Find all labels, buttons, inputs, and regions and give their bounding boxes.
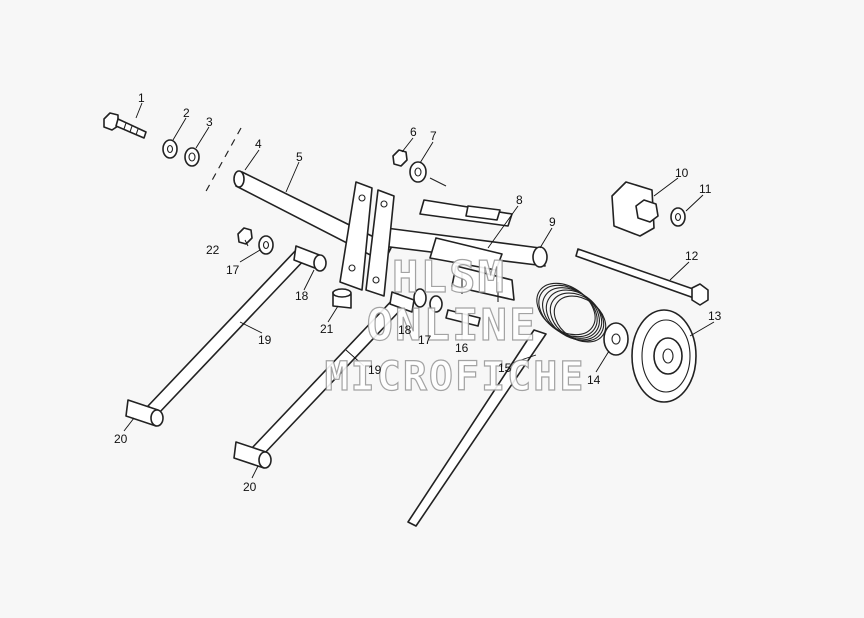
callout-label: 22	[206, 243, 220, 257]
callout-label: 14	[587, 373, 601, 387]
callout-label: 5	[296, 150, 303, 164]
callout-label: 19	[258, 333, 272, 347]
part-arm-19-right	[233, 291, 415, 469]
callout-label: 10	[675, 166, 689, 180]
callout-label: 19	[368, 363, 382, 377]
part-washer-11	[670, 207, 686, 227]
callout-label: 11	[699, 182, 712, 196]
part-nut-22	[237, 227, 253, 245]
callout-label: 9	[549, 215, 556, 229]
part-washer-17-center	[429, 295, 443, 313]
part-pin-16	[445, 309, 481, 327]
part-bushing-18-center	[413, 288, 427, 308]
watermark: HLSM ONLINE MICROFICHE	[324, 251, 586, 400]
part-washer-2	[162, 139, 178, 159]
part-bolt	[103, 112, 147, 139]
part-nut-6	[392, 149, 408, 167]
part-wheel-13	[631, 309, 697, 403]
callout-label: 3	[206, 115, 213, 129]
part-washer-3	[184, 147, 200, 167]
callout-labels: 1 2 3 4 5 6 7 8 9 10 11 12 13 14 15 16 1…	[114, 91, 722, 494]
callout-label: 18	[398, 323, 412, 337]
callout-label: 15	[498, 361, 512, 375]
part-bushing-21	[332, 288, 352, 309]
part-washer-17-left	[258, 235, 274, 255]
watermark-line-1: HLSM	[392, 252, 506, 303]
part-mounting-plates	[339, 181, 395, 297]
callout-label: 6	[410, 125, 417, 139]
leader-lines	[123, 102, 715, 479]
callout-label: 16	[455, 341, 469, 355]
callout-label: 20	[114, 432, 128, 446]
callout-label: 4	[255, 137, 262, 151]
callout-label: 17	[226, 263, 240, 277]
callout-label: 21	[320, 322, 334, 336]
callout-label: 8	[516, 193, 523, 207]
part-spring-15	[407, 282, 607, 527]
part-bolt-12	[575, 248, 709, 306]
callout-label: 2	[183, 106, 190, 120]
callout-label: 12	[685, 249, 699, 263]
callout-label: 20	[243, 480, 257, 494]
callout-label: 17	[418, 333, 432, 347]
part-washer-7	[409, 161, 427, 183]
callout-label: 18	[295, 289, 309, 303]
watermark-line-2: ONLINE	[367, 300, 538, 351]
callout-label: 13	[708, 309, 722, 323]
callout-label: 1	[138, 91, 145, 105]
callout-label: 7	[430, 129, 437, 143]
part-washer-14	[603, 322, 629, 356]
watermark-line-3: MICROFICHE	[325, 354, 586, 400]
part-arm-19-left	[125, 245, 327, 427]
part-clamp-10	[611, 181, 659, 237]
